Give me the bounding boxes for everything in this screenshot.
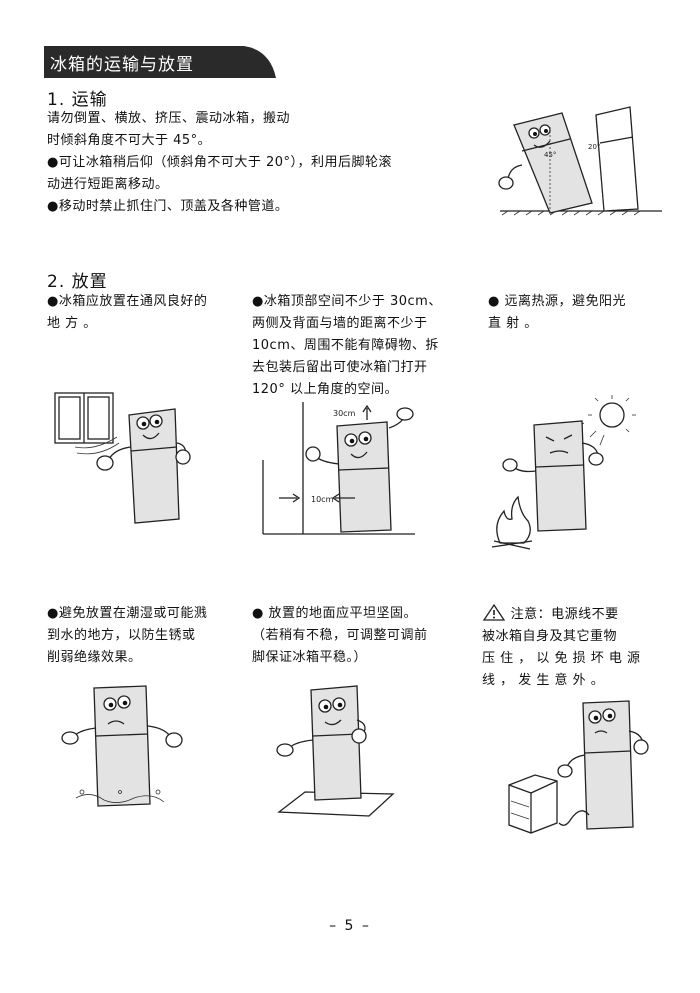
label-30cm: 30cm xyxy=(333,409,356,418)
section1-text: 请勿倒置、横放、挤压、震动冰箱，搬动 时倾斜角度不可大于 45°。 ●可让冰箱稍… xyxy=(47,108,392,218)
col6-first-line: 注意：电源线不要 xyxy=(482,603,641,626)
section1-line: ●可让冰箱稍后仰（倾斜角不可大于 20°），利用后脚轮滚 xyxy=(47,155,393,170)
flat-floor-illustration xyxy=(276,685,395,817)
col2-line: 去包装后留出可使冰箱门打开 xyxy=(252,360,428,375)
power-cord-illustration xyxy=(508,700,649,834)
moisture-illustration xyxy=(61,685,183,807)
col6-line: 注意：电源线不要 xyxy=(510,607,619,622)
label-10cm: 10cm xyxy=(311,495,334,504)
col4-line: ●避免放置在潮湿或可能溅 xyxy=(47,606,208,621)
section1-line: 时倾斜角度不可大于 45°。 xyxy=(47,133,212,148)
angle-45-label: 45° xyxy=(544,151,556,159)
section1-heading: 1. 运输 xyxy=(47,90,108,110)
col5-line: （若稍有不稳，可调整可调前 xyxy=(252,628,428,643)
placement-col4: ●避免放置在潮湿或可能溅 到水的地方，以防生锈或 削弱绝缘效果。 xyxy=(47,603,207,669)
placement-col2: ●冰箱顶部空间不少于 30cm、 两侧及背面与墙的距离不少于 10cm、周围不能… xyxy=(252,291,442,401)
col6-line: 压 住 ， 以 免 损 坏 电 源 xyxy=(482,651,641,666)
col1-line: 地 方 。 xyxy=(47,316,97,331)
banner-shape xyxy=(44,46,276,78)
col2-line: 两侧及背面与墙的距离不少于 xyxy=(252,316,428,331)
col5-line: 脚保证冰箱平稳。） xyxy=(252,650,368,665)
col6-line: 被冰箱自身及其它重物 xyxy=(482,629,618,644)
section1-line: ●移动时禁止抓住门、顶盖及各种管道。 xyxy=(47,199,289,214)
col6-line: 线 ， 发 生 意 外 。 xyxy=(482,673,605,688)
col1-line: ●冰箱应放置在通风良好的 xyxy=(47,294,208,309)
placement-col6: 注意：电源线不要 被冰箱自身及其它重物 压 住 ， 以 免 损 坏 电 源 线 … xyxy=(482,603,641,692)
section1-line: 动进行短距离移动。 xyxy=(47,177,169,192)
transport-illustration: 45° 20° xyxy=(498,106,662,216)
placement-col1: ●冰箱应放置在通风良好的 地 方 。 xyxy=(47,291,207,335)
col3-line: 直 射 。 xyxy=(488,316,538,331)
col2-line: ●冰箱顶部空间不少于 30cm、 xyxy=(252,294,442,309)
placement-col5: ● 放置的地面应平坦坚固。 （若稍有不稳，可调整可调前 脚保证冰箱平稳。） xyxy=(252,603,428,669)
clearance-illustration: 30cm 10cm xyxy=(262,402,415,535)
col3-line: ● 远离热源，避免阳光 xyxy=(488,294,626,309)
section2-heading: 2. 放置 xyxy=(47,272,108,292)
angle-20-label: 20° xyxy=(588,143,600,151)
page-number: – 5 – xyxy=(329,918,371,934)
col2-line: 120° 以上角度的空间。 xyxy=(252,382,398,397)
col5-line: ● 放置的地面应平坦坚固。 xyxy=(252,606,417,621)
col4-line: 削弱绝缘效果。 xyxy=(47,650,142,665)
section1-line: 请勿倒置、横放、挤压、震动冰箱，搬动 xyxy=(47,111,291,126)
ventilation-illustration xyxy=(54,392,191,524)
col2-line: 10cm、周围不能有障碍物、拆 xyxy=(252,338,439,353)
placement-col3: ● 远离热源，避免阳光 直 射 。 xyxy=(488,291,626,335)
col4-line: 到水的地方，以防生锈或 xyxy=(47,628,196,643)
heat-source-illustration xyxy=(491,395,636,550)
warning-icon xyxy=(482,603,506,621)
section-banner: 冰箱的运输与放置 xyxy=(44,46,276,78)
banner-title: 冰箱的运输与放置 xyxy=(50,55,194,75)
